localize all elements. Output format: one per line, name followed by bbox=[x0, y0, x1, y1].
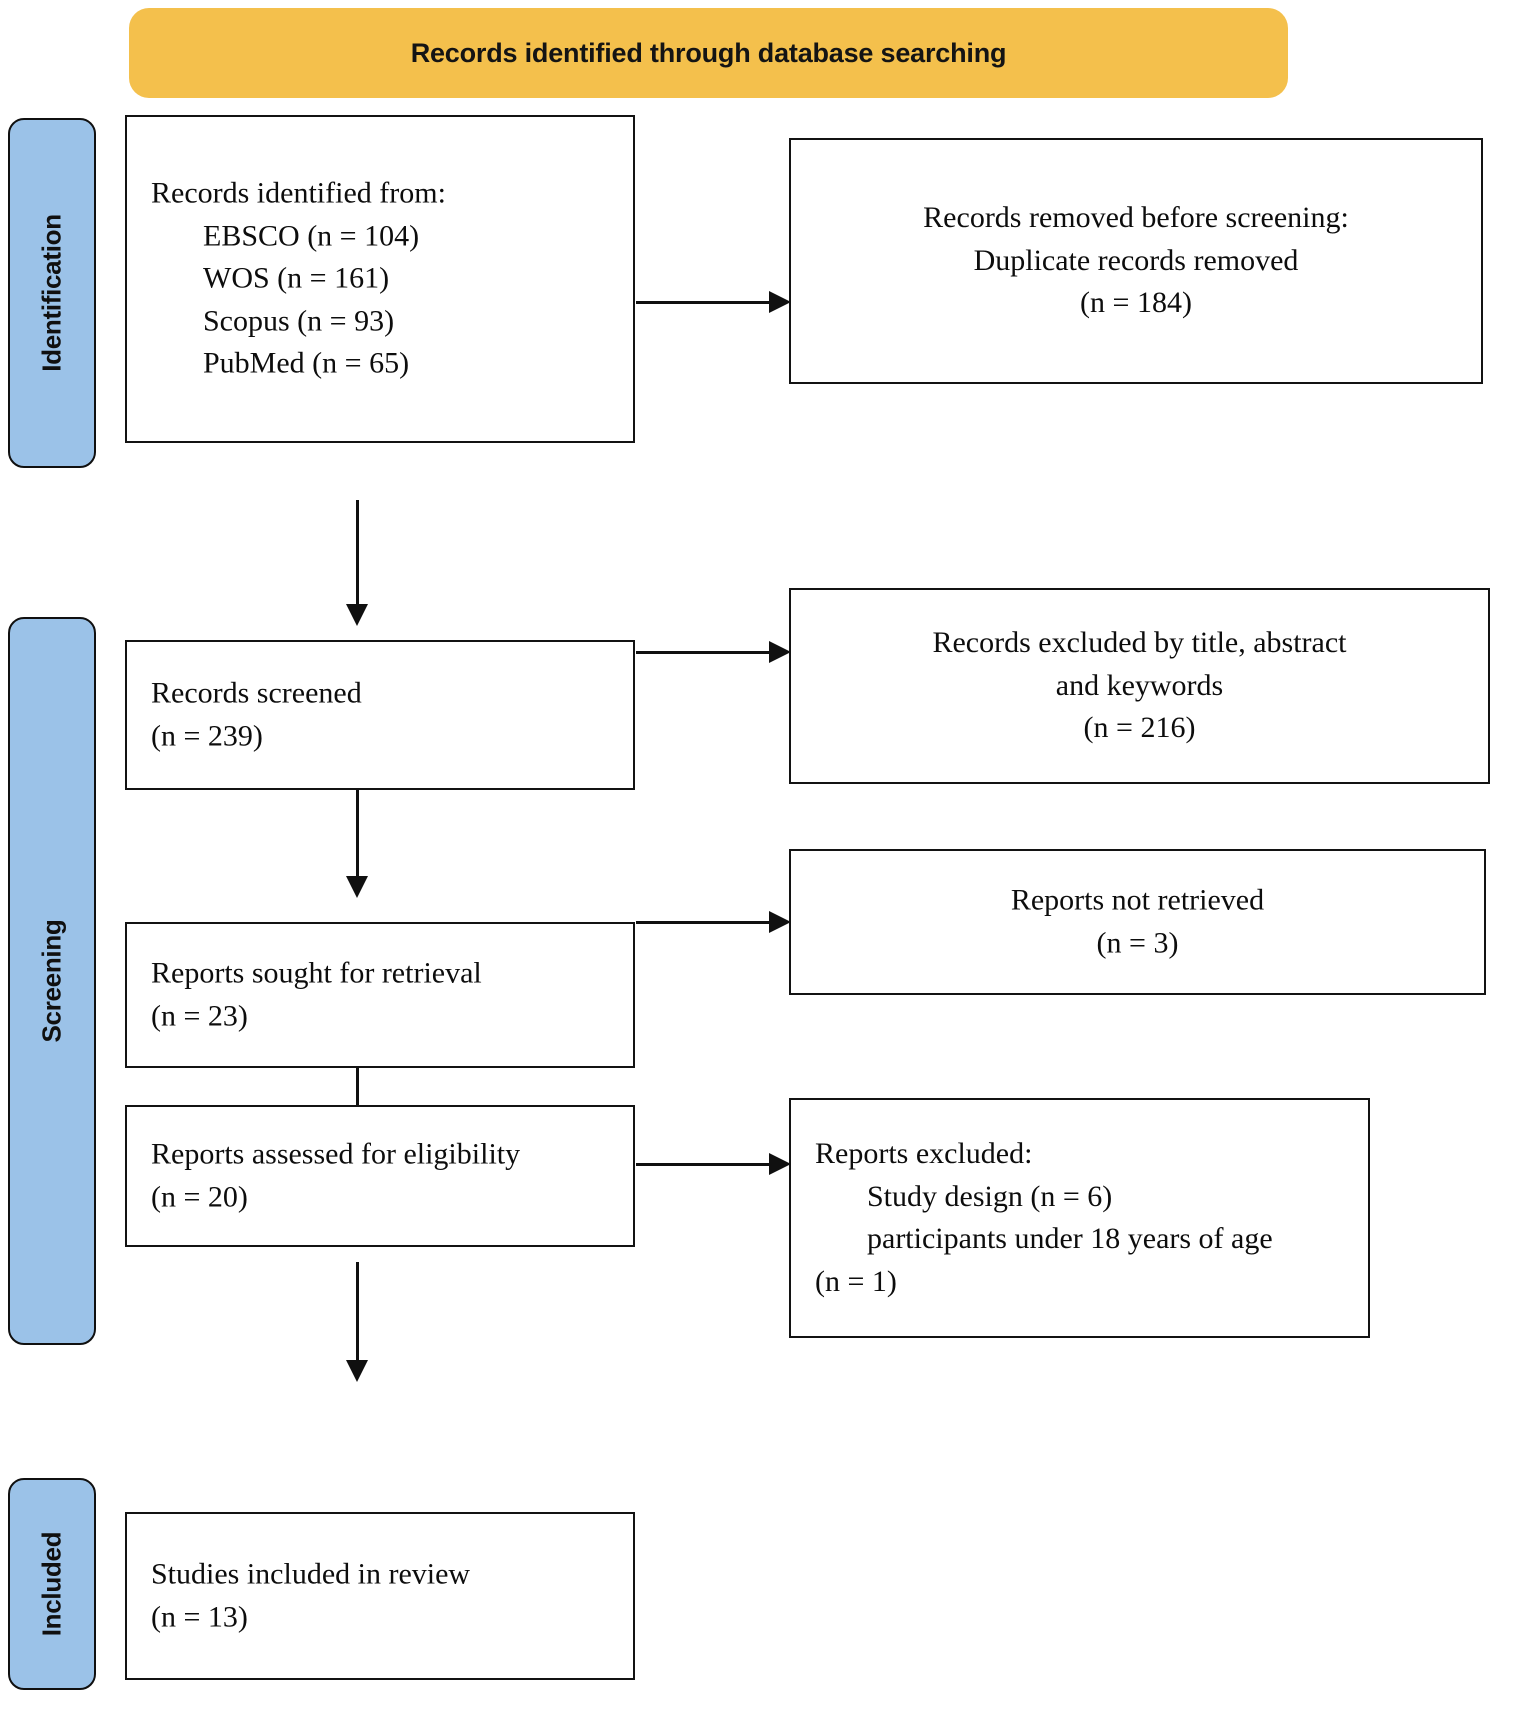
reports-excluded-line-2: Study design (n = 6) bbox=[867, 1179, 1113, 1213]
reports-assessed-line-2: (n = 20) bbox=[151, 1180, 248, 1213]
stage-label-identification: Identification bbox=[36, 214, 67, 372]
arrow-screened-to-excluded bbox=[636, 640, 791, 664]
reports-excluded-line-4: (n = 1) bbox=[815, 1264, 897, 1298]
records-excluded-line-1: Records excluded by title, abstract bbox=[932, 626, 1347, 660]
reports-sought-line-2: (n = 23) bbox=[151, 999, 248, 1032]
box-studies-included: Studies included in review (n = 13) bbox=[125, 1512, 635, 1680]
box-records-excluded-title: Records excluded by title, abstract and … bbox=[789, 588, 1490, 784]
records-removed-line-3: (n = 184) bbox=[1080, 286, 1192, 320]
studies-included-line-2: (n = 13) bbox=[151, 1600, 248, 1633]
records-identified-line-1: Records identified from: bbox=[151, 176, 446, 210]
records-identified-line-5: PubMed (n = 65) bbox=[203, 346, 410, 380]
records-identified-line-3: WOS (n = 161) bbox=[203, 261, 390, 295]
records-removed-line-2: Duplicate records removed bbox=[973, 243, 1299, 277]
records-removed-line-1: Records removed before screening: bbox=[923, 201, 1349, 235]
reports-assessed-line-1: Reports assessed for eligibility bbox=[151, 1137, 521, 1171]
stage-rail-screening: Screening bbox=[8, 617, 96, 1345]
box-reports-assessed: Reports assessed for eligibility (n = 20… bbox=[125, 1105, 635, 1247]
records-screened-line-2: (n = 239) bbox=[151, 719, 263, 752]
box-records-identified: Records identified from: EBSCO (n = 104)… bbox=[125, 115, 635, 443]
reports-excluded-line-1: Reports excluded: bbox=[815, 1136, 1033, 1170]
box-records-screened: Records screened (n = 239) bbox=[125, 640, 635, 790]
arrow-screened-to-sought bbox=[345, 790, 369, 898]
arrow-identified-to-screened bbox=[345, 500, 369, 626]
box-records-removed: Records removed before screening: Duplic… bbox=[789, 138, 1483, 384]
arrow-sought-to-not-retrieved bbox=[636, 910, 791, 934]
stage-label-screening: Screening bbox=[36, 919, 67, 1043]
studies-included-line-1: Studies included in review bbox=[151, 1557, 471, 1591]
records-identified-line-2: EBSCO (n = 104) bbox=[203, 219, 420, 253]
reports-sought-line-1: Reports sought for retrieval bbox=[151, 956, 482, 990]
box-reports-sought: Reports sought for retrieval (n = 23) bbox=[125, 922, 635, 1068]
box-reports-not-retrieved: Reports not retrieved (n = 3) bbox=[789, 849, 1486, 995]
stage-rail-included: Included bbox=[8, 1478, 96, 1690]
arrow-assessed-to-reports-excluded bbox=[636, 1152, 791, 1176]
banner-title: Records identified through database sear… bbox=[410, 37, 1007, 68]
arrow-assessed-to-included bbox=[345, 1262, 369, 1382]
diagram-banner: Records identified through database sear… bbox=[129, 8, 1288, 98]
records-excluded-line-2: and keywords bbox=[1055, 668, 1224, 702]
records-screened-line-1: Records screened bbox=[151, 676, 362, 710]
reports-not-retrieved-line-1: Reports not retrieved bbox=[1010, 883, 1265, 917]
stage-label-included: Included bbox=[36, 1531, 67, 1637]
stage-rail-identification: Identification bbox=[8, 118, 96, 468]
reports-excluded-line-3: participants under 18 years of age bbox=[867, 1222, 1273, 1255]
records-excluded-line-3: (n = 216) bbox=[1083, 711, 1196, 745]
reports-not-retrieved-line-2: (n = 3) bbox=[1096, 926, 1179, 959]
records-identified-line-4: Scopus (n = 93) bbox=[203, 304, 395, 338]
box-reports-excluded: Reports excluded: Study design (n = 6) p… bbox=[789, 1098, 1370, 1338]
arrow-identified-to-removed bbox=[636, 290, 791, 314]
